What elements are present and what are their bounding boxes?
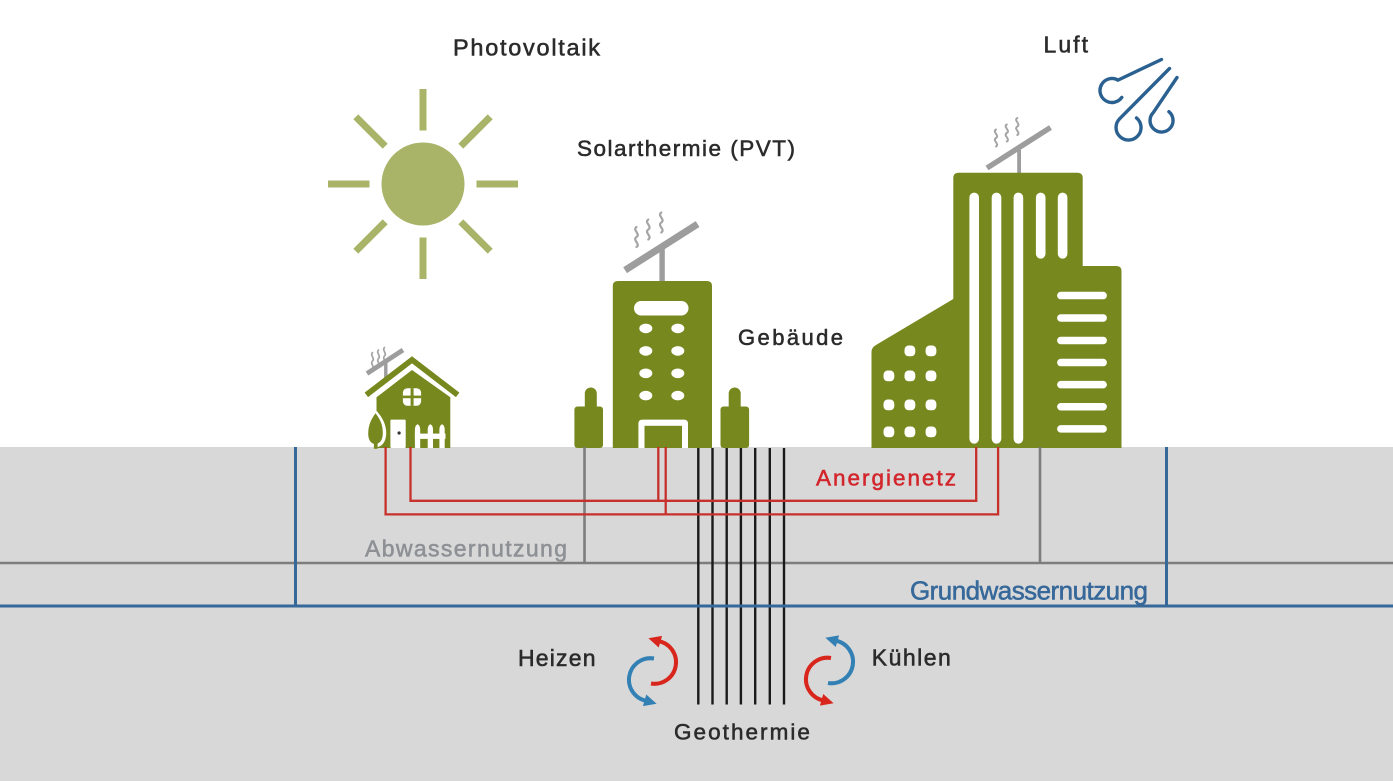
svg-text:Anergienetz: Anergienetz: [816, 466, 958, 491]
svg-text:Luft: Luft: [1044, 31, 1090, 57]
svg-text:Photovoltaik: Photovoltaik: [453, 34, 602, 60]
svg-text:Solarthermie (PVT): Solarthermie (PVT): [577, 136, 797, 161]
svg-text:Abwassernutzung: Abwassernutzung: [365, 536, 568, 562]
svg-text:Kühlen: Kühlen: [872, 645, 953, 671]
svg-text:Geothermie: Geothermie: [674, 719, 812, 744]
svg-text:Gebäude: Gebäude: [738, 325, 845, 350]
svg-text:Heizen: Heizen: [518, 645, 597, 671]
svg-text:Grundwassernutzung: Grundwassernutzung: [910, 575, 1147, 605]
